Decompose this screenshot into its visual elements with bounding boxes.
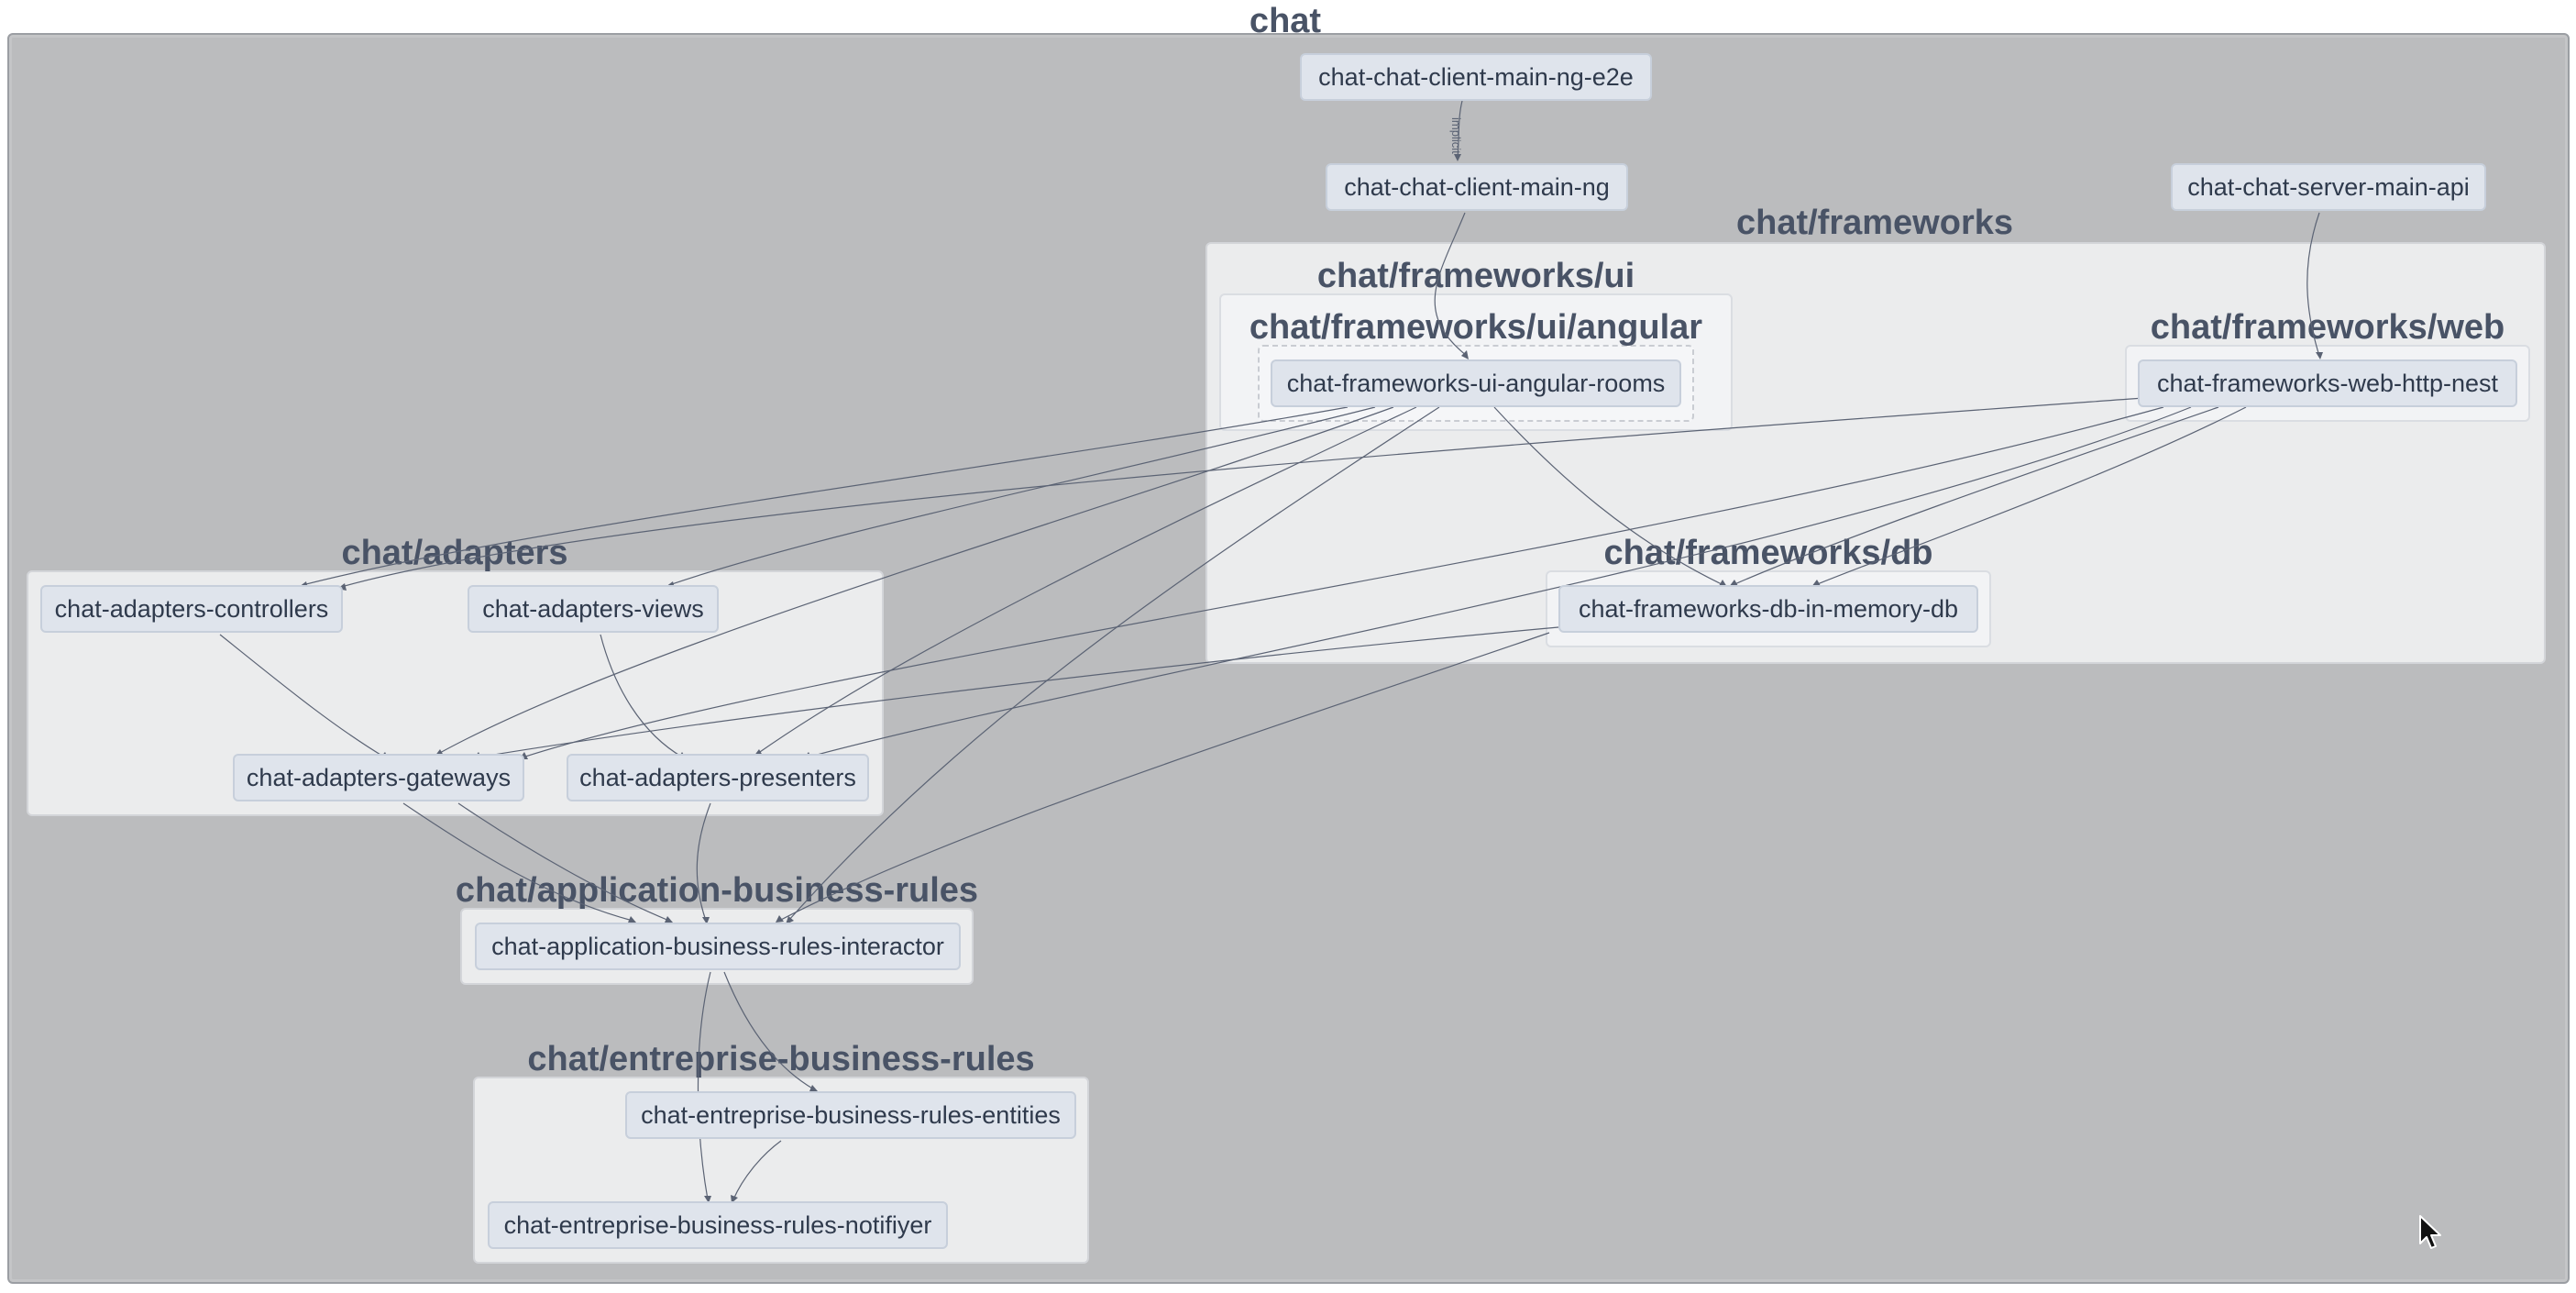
node-adapters-gateways[interactable]: chat-adapters-gateways — [233, 754, 524, 801]
node-chat-client-main-ng[interactable]: chat-chat-client-main-ng — [1326, 163, 1628, 211]
node-adapters-controllers[interactable]: chat-adapters-controllers — [40, 585, 343, 633]
node-adapters-views[interactable]: chat-adapters-views — [468, 585, 719, 633]
cursor-icon — [2419, 1215, 2441, 1249]
group-label-application-business-rules: chat/application-business-rules — [455, 871, 979, 910]
node-frameworks-ui-angular-rooms[interactable]: chat-frameworks-ui-angular-rooms — [1271, 359, 1681, 407]
node-entreprise-business-rules-entities[interactable]: chat-entreprise-business-rules-entities — [625, 1091, 1076, 1139]
group-label-frameworks-ui: chat/frameworks/ui — [1316, 257, 1635, 295]
group-label-frameworks-ui-angular: chat/frameworks/ui/angular — [1249, 308, 1703, 347]
node-application-business-rules-interactor[interactable]: chat-application-business-rules-interact… — [475, 923, 961, 970]
node-chat-server-main-api[interactable]: chat-chat-server-main-api — [2171, 163, 2486, 211]
node-frameworks-db-in-memory-db[interactable]: chat-frameworks-db-in-memory-db — [1558, 585, 1978, 633]
node-frameworks-web-http-nest[interactable]: chat-frameworks-web-http-nest — [2138, 359, 2517, 407]
group-label-chat: chat — [1249, 2, 1322, 40]
group-label-frameworks-db: chat/frameworks/db — [1603, 534, 1933, 572]
group-label-entreprise-business-rules: chat/entreprise-business-rules — [527, 1040, 1035, 1078]
group-label-frameworks-web: chat/frameworks/web — [2150, 308, 2505, 347]
node-adapters-presenters[interactable]: chat-adapters-presenters — [567, 754, 869, 801]
group-label-adapters: chat/adapters — [341, 534, 568, 572]
group-label-frameworks: chat/frameworks — [1735, 204, 2014, 242]
node-chat-client-main-ng-e2e[interactable]: chat-chat-client-main-ng-e2e — [1300, 53, 1652, 101]
node-entreprise-business-rules-notifiyer[interactable]: chat-entreprise-business-rules-notifiyer — [488, 1201, 948, 1249]
